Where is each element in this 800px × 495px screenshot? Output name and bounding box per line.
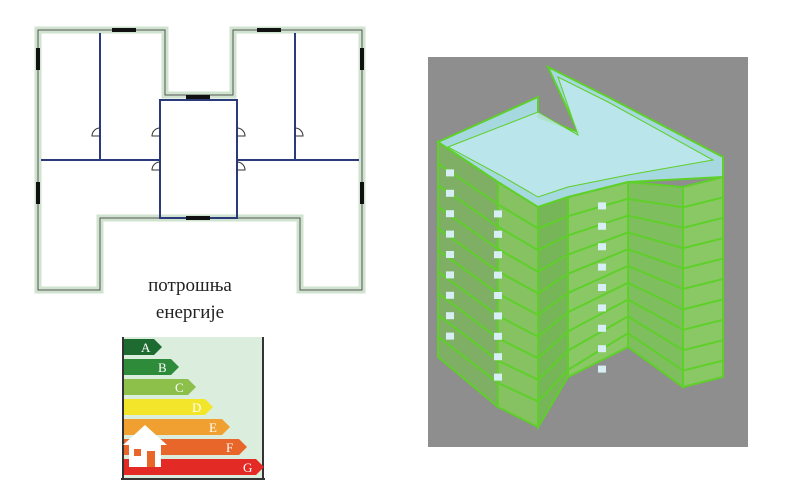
building-3d-model [428, 57, 748, 447]
window [446, 271, 454, 279]
window [598, 345, 606, 353]
energy-class-a: A [124, 339, 162, 355]
window [446, 291, 454, 299]
window [446, 312, 454, 320]
window [598, 263, 606, 271]
title-line-1: потрошња [148, 275, 232, 296]
house-icon [123, 425, 167, 467]
window [494, 312, 502, 320]
floor-plan [34, 26, 366, 294]
window [598, 324, 606, 332]
energy-class-letter: B [158, 360, 167, 375]
window [446, 169, 454, 177]
floor-slab [437, 332, 724, 403]
outer-wall-outline [37, 29, 363, 291]
floor-slab [437, 184, 724, 252]
energy-label-title: потрошња енергије [100, 272, 280, 326]
energy-class-letter: G [243, 460, 252, 475]
window-icons [36, 28, 364, 220]
window [494, 251, 502, 259]
energy-class-letter: F [226, 440, 233, 455]
window [494, 332, 502, 340]
energy-class-letter: E [209, 420, 217, 435]
window [446, 189, 454, 197]
energy-class-c: C [124, 379, 196, 395]
window [598, 202, 606, 210]
energy-class-letter: C [175, 380, 184, 395]
window [446, 210, 454, 218]
inner-walls [41, 33, 359, 219]
floor-slab [437, 314, 724, 382]
energy-class-letter: A [141, 340, 151, 355]
floor-slab [437, 162, 724, 230]
window-icons [446, 169, 606, 381]
window [494, 353, 502, 361]
window [446, 251, 454, 258]
window [494, 271, 502, 279]
energy-class-letter: D [192, 400, 201, 415]
title-line-2: енергије [155, 302, 225, 323]
energy-class-b: B [124, 359, 179, 375]
energy-class-d: D [124, 399, 213, 415]
window [598, 284, 606, 291]
floor-slab [437, 205, 724, 273]
window [446, 332, 454, 340]
window [598, 243, 606, 251]
window [598, 222, 606, 230]
window [598, 304, 606, 312]
window [494, 210, 502, 218]
window [598, 365, 606, 373]
window [494, 230, 502, 238]
window [494, 373, 502, 381]
floor-slab [437, 227, 724, 295]
window [446, 230, 454, 238]
door-icons [91, 127, 304, 171]
window [494, 292, 502, 299]
